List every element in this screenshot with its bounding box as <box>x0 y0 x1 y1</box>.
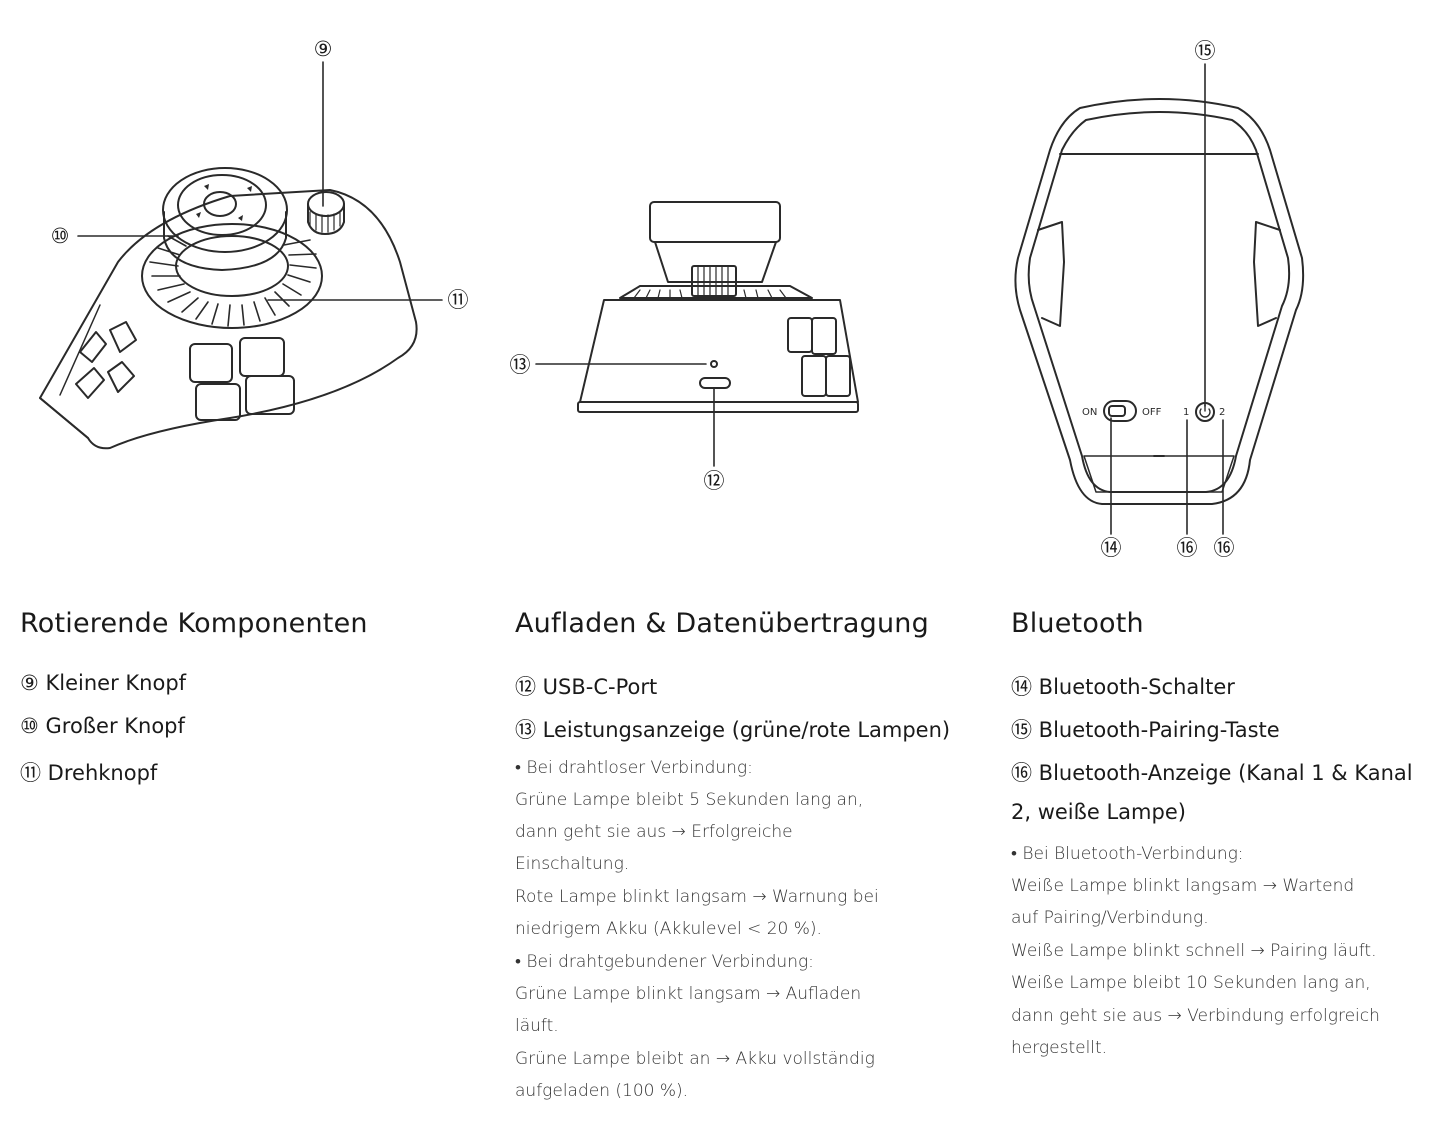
callout-16-b: ⑯ <box>1214 536 1235 560</box>
item-bluetooth-pairing-button: ⑮ Bluetooth-Pairing-Taste <box>1011 718 1280 742</box>
item-bluetooth-switch: ⑭ Bluetooth-Schalter <box>1011 675 1235 699</box>
bluetooth-desc-line: • Bei Bluetooth-Verbindung: <box>1011 844 1244 864</box>
charging-desc-line: dann geht sie aus → Erfolgreiche <box>515 822 793 842</box>
item-large-knob: ⑩ Großer Knopf <box>20 714 185 738</box>
item-rotary-knob: ⑪ Drehknopf <box>20 761 158 785</box>
callout-14: ⑭ <box>1101 536 1122 560</box>
column-title-rotating: Rotierende Komponenten <box>20 608 368 639</box>
callout-15: ⑮ <box>1195 39 1216 63</box>
charging-desc-line: läuft. <box>515 1016 559 1036</box>
bluetooth-desc-line: hergestellt. <box>1011 1038 1108 1058</box>
item-bluetooth-indicator-cont: 2, weiße Lampe) <box>1011 800 1186 824</box>
product-diagram: ON OFF 1 2 ⑨ ⑩ ⑪ ⑫ ⑬ ⑭ ⑮ ⑯ ⑯ <box>39 37 1305 560</box>
bluetooth-desc-line: Weiße Lampe bleibt 10 Sekunden lang an, <box>1011 973 1371 993</box>
callout-9: ⑨ <box>314 37 333 61</box>
device-side-view <box>577 201 859 413</box>
bluetooth-desc-line: Weiße Lampe blinkt langsam → Wartend <box>1011 876 1355 896</box>
callout-11: ⑪ <box>448 288 469 312</box>
callout-12: ⑫ <box>704 469 725 493</box>
item-bluetooth-indicator: ⑯ Bluetooth-Anzeige (Kanal 1 & Kanal <box>1011 761 1413 785</box>
charging-desc-line: Rote Lampe blinkt langsam → Warnung bei <box>515 887 879 907</box>
column-title-charging: Aufladen & Datenübertragung <box>515 608 929 639</box>
charging-desc-line: • Bei drahtloser Verbindung: <box>515 758 753 778</box>
callout-10: ⑩ <box>51 224 70 248</box>
device-perspective-view <box>39 167 418 450</box>
item-power-indicator: ⑬ Leistungsanzeige (grüne/rote Lampen) <box>515 718 951 742</box>
item-usb-c-port: ⑫ USB-C-Port <box>515 675 658 699</box>
callout-16-a: ⑯ <box>1177 536 1198 560</box>
charging-desc-line: Grüne Lampe bleibt an → Akku vollständig <box>515 1049 875 1069</box>
bluetooth-desc-line: Weiße Lampe blinkt schnell → Pairing läu… <box>1011 941 1377 961</box>
bluetooth-desc-line: auf Pairing/Verbindung. <box>1011 908 1209 928</box>
charging-desc-line: • Bei drahtgebundener Verbindung: <box>515 952 814 972</box>
channel-1-label: 1 <box>1183 407 1189 418</box>
switch-off-label: OFF <box>1142 407 1162 418</box>
leader-lines <box>77 61 1224 535</box>
charging-desc-line: Grüne Lampe blinkt langsam → Aufladen <box>515 984 862 1004</box>
callout-numbers: ⑨ ⑩ ⑪ ⑫ ⑬ ⑭ ⑮ ⑯ ⑯ <box>51 37 1235 560</box>
charging-desc-line: Grüne Lampe bleibt 5 Sekunden lang an, <box>515 790 864 810</box>
bluetooth-desc-line: dann geht sie aus → Verbindung erfolgrei… <box>1011 1006 1380 1026</box>
charging-desc-line: Einschaltung. <box>515 854 630 874</box>
channel-2-label: 2 <box>1219 407 1225 418</box>
charging-desc-line: niedrigem Akku (Akkulevel < 20 %). <box>515 919 822 939</box>
column-title-bluetooth: Bluetooth <box>1011 608 1144 639</box>
charging-desc-line: aufgeladen (100 %). <box>515 1081 689 1101</box>
device-bottom-view <box>1014 98 1305 505</box>
callout-13: ⑬ <box>510 353 531 377</box>
switch-on-label: ON <box>1082 407 1097 418</box>
device-labels: ON OFF 1 2 <box>1082 407 1225 418</box>
item-small-knob: ⑨ Kleiner Knopf <box>20 671 187 695</box>
